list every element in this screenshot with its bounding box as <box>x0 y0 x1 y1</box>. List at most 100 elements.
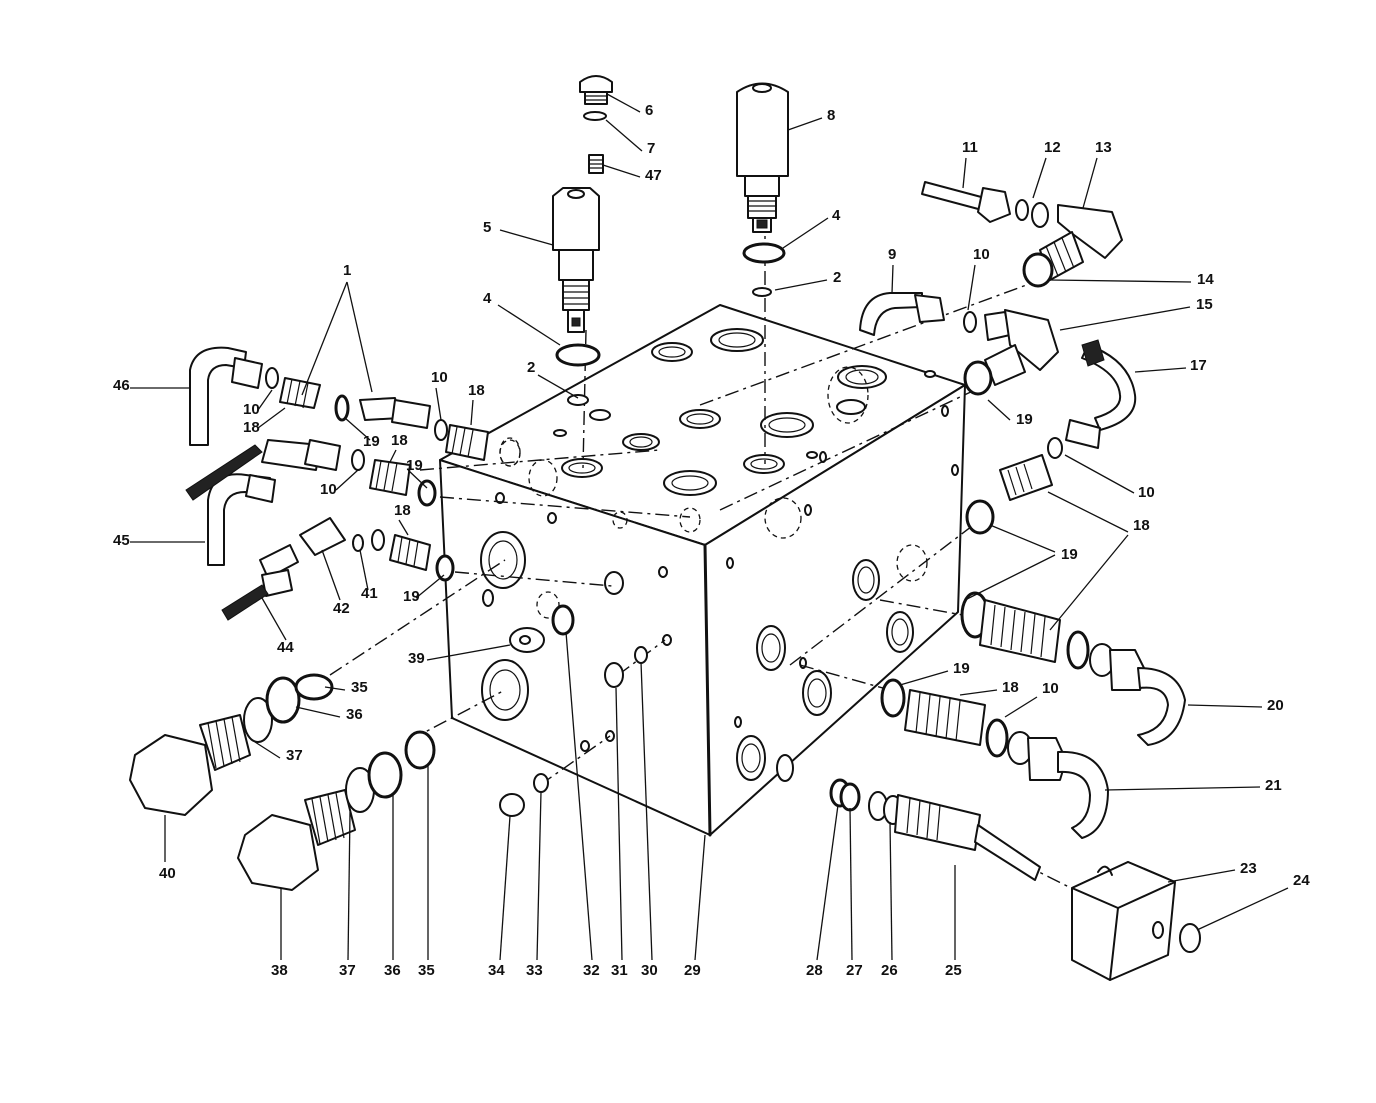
callout-c36a: 36 <box>295 706 363 723</box>
callout-number: 23 <box>1240 860 1257 877</box>
callout-leader <box>1047 491 1129 533</box>
callout-c15: 15 <box>1059 296 1213 331</box>
solenoid-valve-assembly <box>829 778 1201 981</box>
callout-c34: 34 <box>488 815 511 979</box>
callout-leader <box>989 524 1056 553</box>
callout-number: 10 <box>320 481 337 498</box>
callout-number: 30 <box>641 962 658 979</box>
callout-c25: 25 <box>945 865 962 979</box>
callout-leader <box>565 631 593 961</box>
callout-c18f: 18 <box>959 679 1019 696</box>
callout-leader <box>497 304 561 346</box>
callout-c10c: 10 <box>320 469 359 498</box>
callout-c10e: 10 <box>1064 454 1155 501</box>
callout-c37a: 37 <box>254 741 303 764</box>
callout-c18e: 18 <box>1047 491 1150 631</box>
callout-leader <box>987 399 1011 421</box>
callout-leader <box>967 264 976 311</box>
callout-leader <box>640 661 653 961</box>
callout-c27: 27 <box>846 807 863 979</box>
callout-number: 40 <box>159 865 176 882</box>
callout-c14: 14 <box>1049 271 1214 288</box>
callout-number: 18 <box>1002 679 1019 696</box>
callout-leader <box>537 374 579 399</box>
plug-31 <box>604 662 624 688</box>
callout-number: 37 <box>286 747 303 764</box>
callout-leader <box>962 157 967 189</box>
callout-c21: 21 <box>1104 777 1282 794</box>
callout-c4b: 4 <box>782 207 841 249</box>
callout-number: 47 <box>645 167 662 184</box>
callout-number: 35 <box>351 679 368 696</box>
callout-leader <box>499 229 554 246</box>
callout-leader <box>891 264 894 294</box>
callout-c17: 17 <box>1134 357 1207 374</box>
callout-number: 18 <box>243 419 260 436</box>
plug-right-side <box>776 754 794 782</box>
callout-leader <box>398 519 409 536</box>
callout-c35a: 35 <box>324 679 368 696</box>
cartridge-valve-8 <box>736 82 789 233</box>
callout-leader <box>959 689 998 696</box>
callout-c9: 9 <box>888 246 896 294</box>
tube-11-elbow-13 <box>921 181 1123 288</box>
callout-c37b: 37 <box>339 811 356 979</box>
tube-9-elbow-15 <box>859 292 1059 396</box>
callout-number: 1 <box>343 262 351 279</box>
callout-leader <box>1032 157 1047 199</box>
callout-leader <box>1049 534 1129 631</box>
callout-number: 13 <box>1095 139 1112 156</box>
callout-c19b: 19 <box>406 457 428 489</box>
callout-leader <box>774 279 828 291</box>
callout-number: 11 <box>962 139 978 156</box>
callout-leader <box>1187 704 1263 708</box>
callout-number: 19 <box>403 588 420 605</box>
callout-leader <box>1134 367 1187 373</box>
callout-number: 35 <box>418 962 435 979</box>
o-ring-4-left <box>555 343 601 367</box>
callout-leader <box>536 791 542 961</box>
callout-number: 2 <box>833 269 841 286</box>
callout-leader <box>324 686 346 691</box>
callout-c42: 42 <box>321 549 350 617</box>
callout-number: 18 <box>394 502 411 519</box>
callout-number: 19 <box>1061 546 1078 563</box>
callout-leader <box>261 597 287 641</box>
tube-46-assembly <box>189 346 521 467</box>
callout-leader <box>782 217 829 249</box>
callout-c2a: 2 <box>527 359 579 399</box>
callout-number: 42 <box>333 600 350 617</box>
callout-leader <box>257 407 286 429</box>
callout-number: 7 <box>647 140 655 157</box>
callout-number: 19 <box>953 660 970 677</box>
callout-c20: 20 <box>1187 697 1284 714</box>
callout-c36b: 36 <box>384 794 401 979</box>
callout-leader <box>602 164 641 178</box>
callout-c11: 11 <box>962 139 978 189</box>
callout-number: 37 <box>339 962 356 979</box>
callout-number: 41 <box>361 585 378 602</box>
callout-number: 10 <box>431 369 448 386</box>
callout-c45: 45 <box>113 532 205 549</box>
callout-number: 20 <box>1267 697 1284 714</box>
callout-number: 27 <box>846 962 863 979</box>
callout-number: 6 <box>645 102 653 119</box>
callout-number: 21 <box>1265 777 1282 794</box>
manifold-block <box>439 304 966 837</box>
callout-number: 28 <box>806 962 823 979</box>
callout-number: 36 <box>384 962 401 979</box>
callout-number: 33 <box>526 962 543 979</box>
callout-number: 25 <box>945 962 962 979</box>
callout-number: 29 <box>684 962 701 979</box>
callout-number: 18 <box>391 432 408 449</box>
callout-leader <box>389 449 397 463</box>
callout-leader <box>1059 306 1191 331</box>
callout-leader <box>435 387 442 421</box>
callout-leader <box>254 741 281 759</box>
plug-40-assembly <box>129 673 334 816</box>
callout-number: 14 <box>1197 271 1214 288</box>
callout-leader <box>816 804 839 961</box>
callout-leader <box>849 807 853 961</box>
